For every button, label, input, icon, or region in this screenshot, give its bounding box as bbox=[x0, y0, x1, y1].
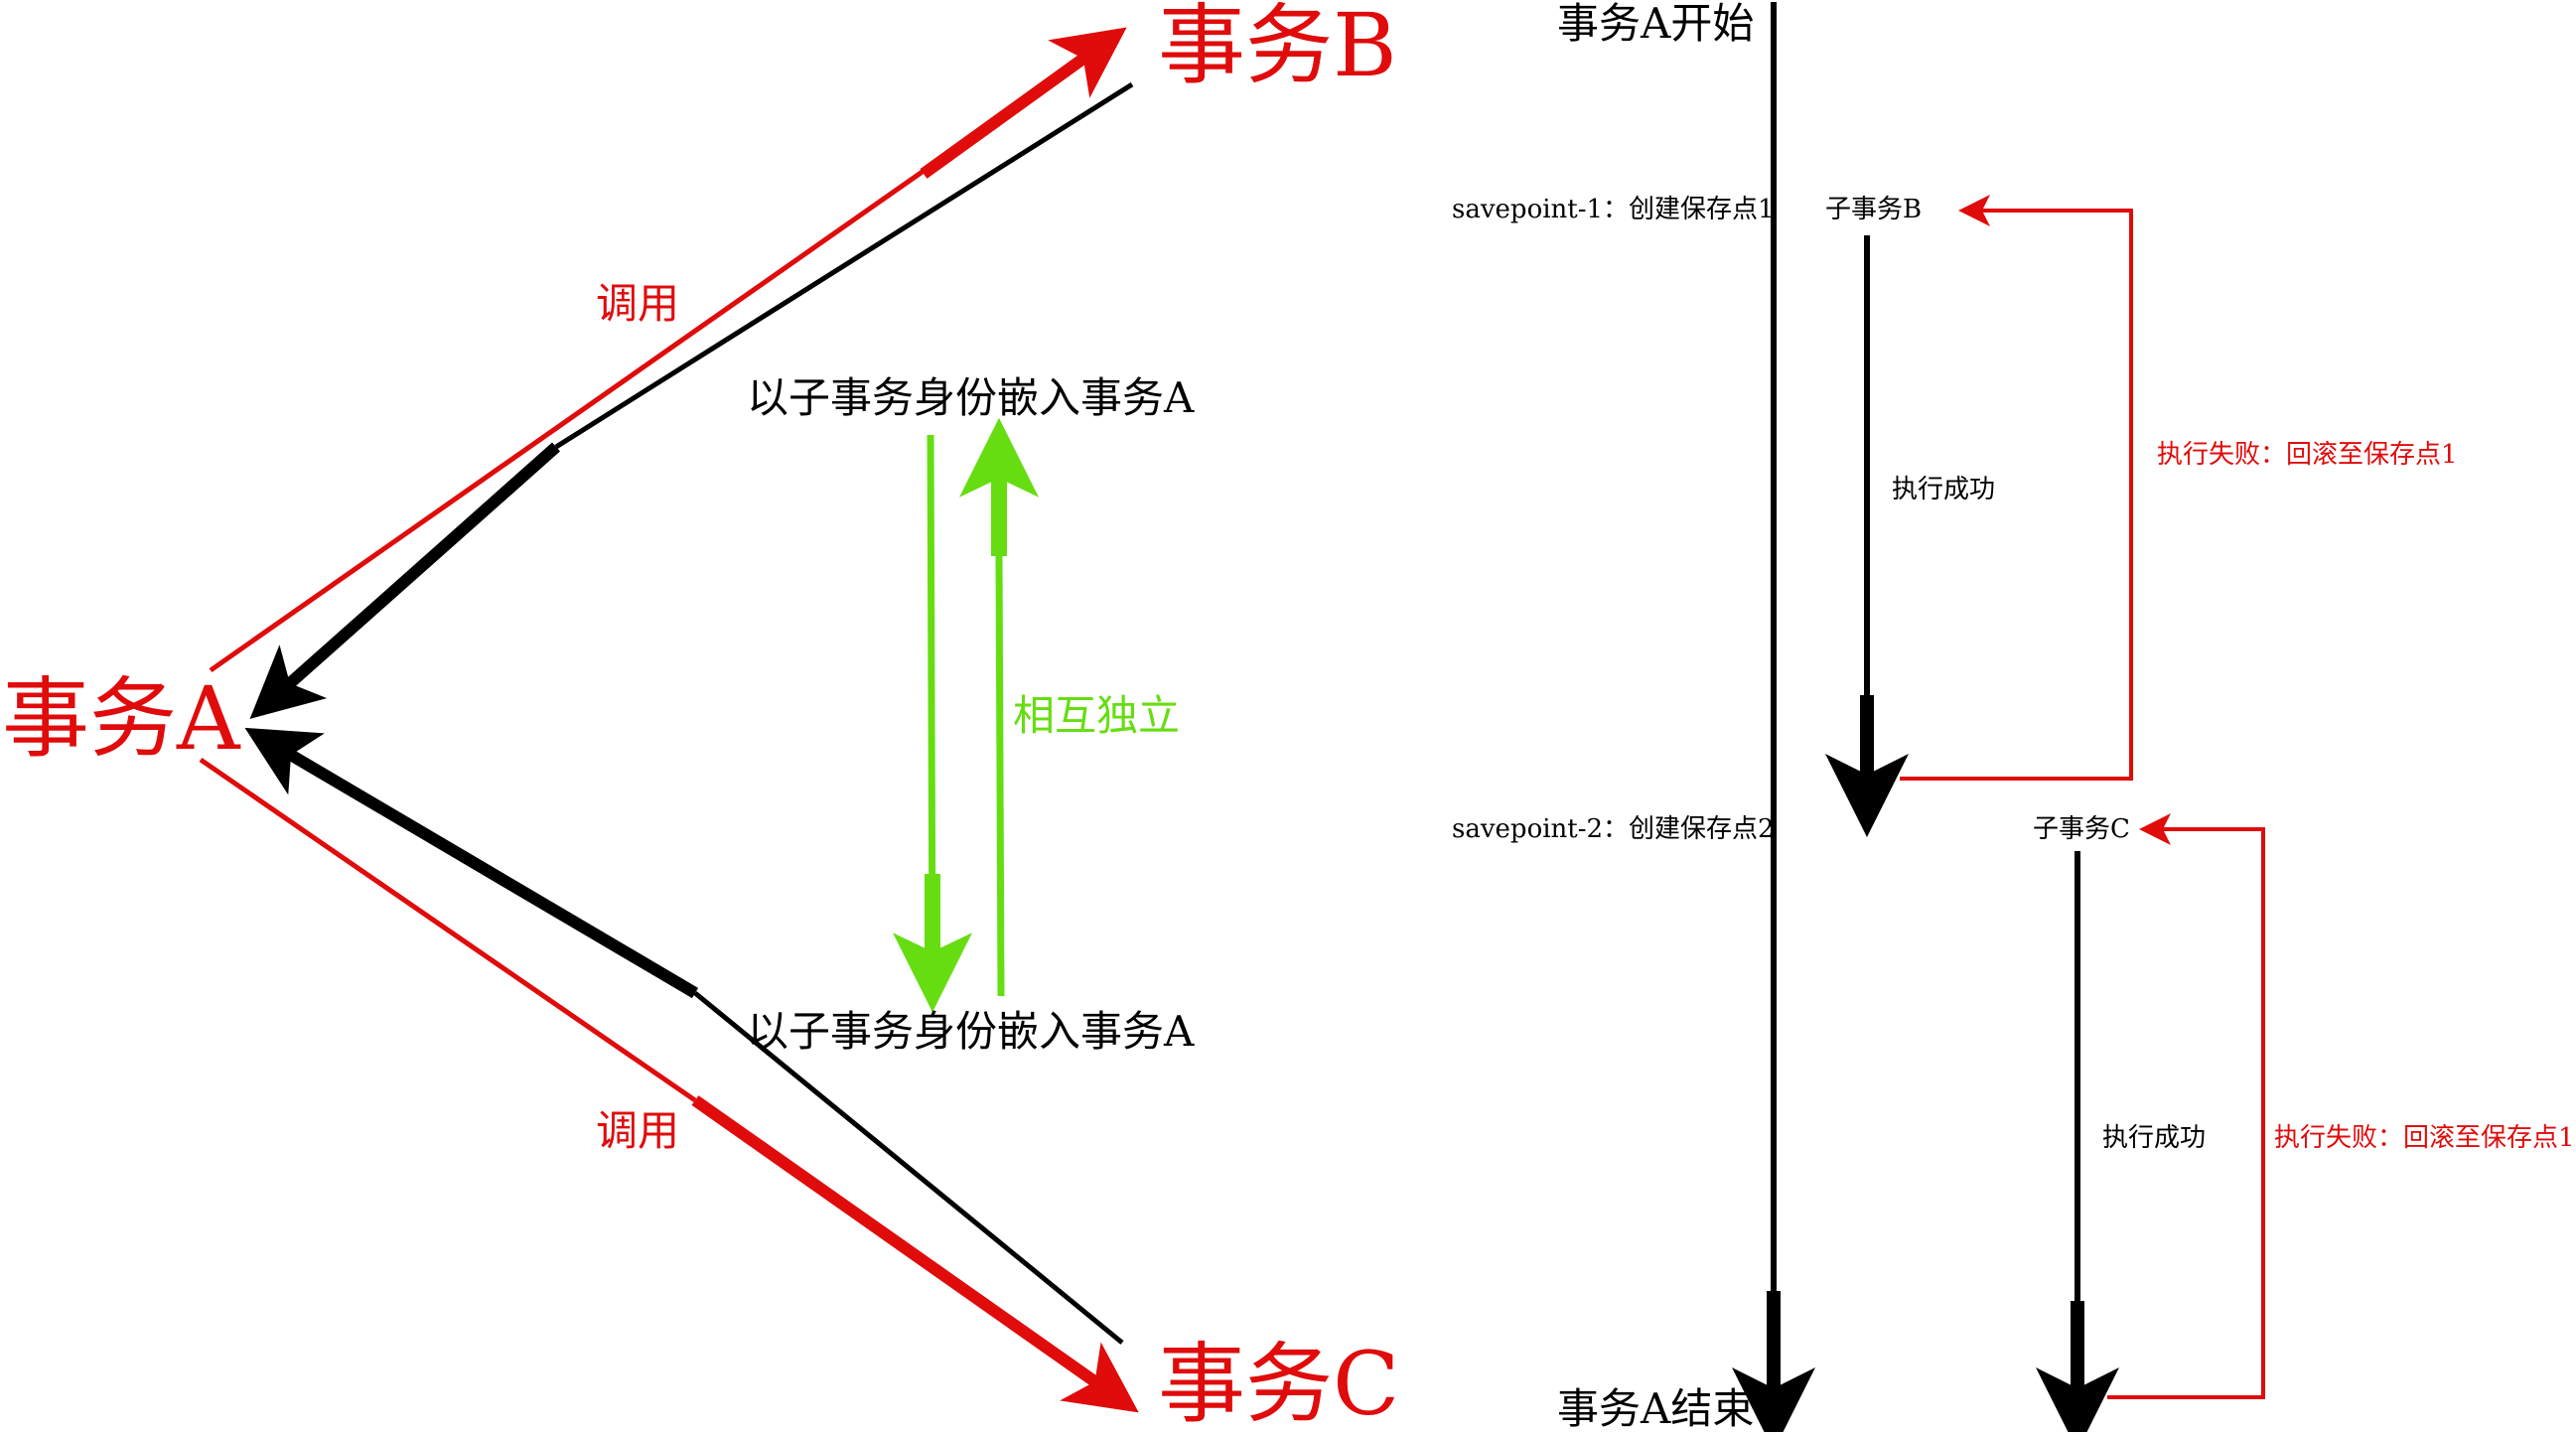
node-transaction-c: 事务C bbox=[1158, 1333, 1400, 1435]
call-label-top: 调用 bbox=[596, 279, 680, 328]
transaction-a-start-label: 事务A开始 bbox=[1557, 0, 1755, 48]
return-arrow-b-to-a bbox=[249, 81, 1134, 719]
sub-c-success-label: 执行成功 bbox=[2102, 1123, 2207, 1153]
embed-label-bottom: 以子事务身份嵌入事务A bbox=[747, 1007, 1195, 1056]
sub-b-rollback-label: 执行失败：回滚至保存点1 bbox=[2157, 440, 2458, 470]
sub-transaction-c-label: 子事务C bbox=[2033, 814, 2130, 844]
call-arrow-a-to-c bbox=[199, 757, 1139, 1413]
independent-arrow-down bbox=[893, 434, 972, 1013]
rollback-bracket-c bbox=[2107, 813, 2265, 1399]
independent-arrow-up bbox=[959, 417, 1039, 997]
savepoint-2-label: savepoint-2：创建保存点2 bbox=[1452, 814, 1775, 844]
independent-label: 相互独立 bbox=[1013, 691, 1181, 740]
sub-transaction-b-label: 子事务B bbox=[1825, 195, 1923, 224]
savepoint-1-label: savepoint-1：创建保存点1 bbox=[1452, 195, 1775, 224]
sub-c-rollback-label: 执行失败：回滚至保存点1 bbox=[2274, 1123, 2575, 1153]
return-arrow-c-to-a bbox=[244, 727, 1124, 1345]
node-transaction-a: 事务A bbox=[2, 667, 240, 770]
call-label-bottom: 调用 bbox=[596, 1106, 680, 1155]
transaction-a-end-label: 事务A结束 bbox=[1557, 1384, 1755, 1433]
call-arrow-a-to-b bbox=[209, 27, 1127, 673]
embed-label-top: 以子事务身份嵌入事务A bbox=[747, 373, 1195, 422]
rollback-bracket-b bbox=[1900, 195, 2133, 781]
sub-b-success-label: 执行成功 bbox=[1892, 475, 1996, 504]
node-transaction-b: 事务B bbox=[1158, 0, 1397, 96]
